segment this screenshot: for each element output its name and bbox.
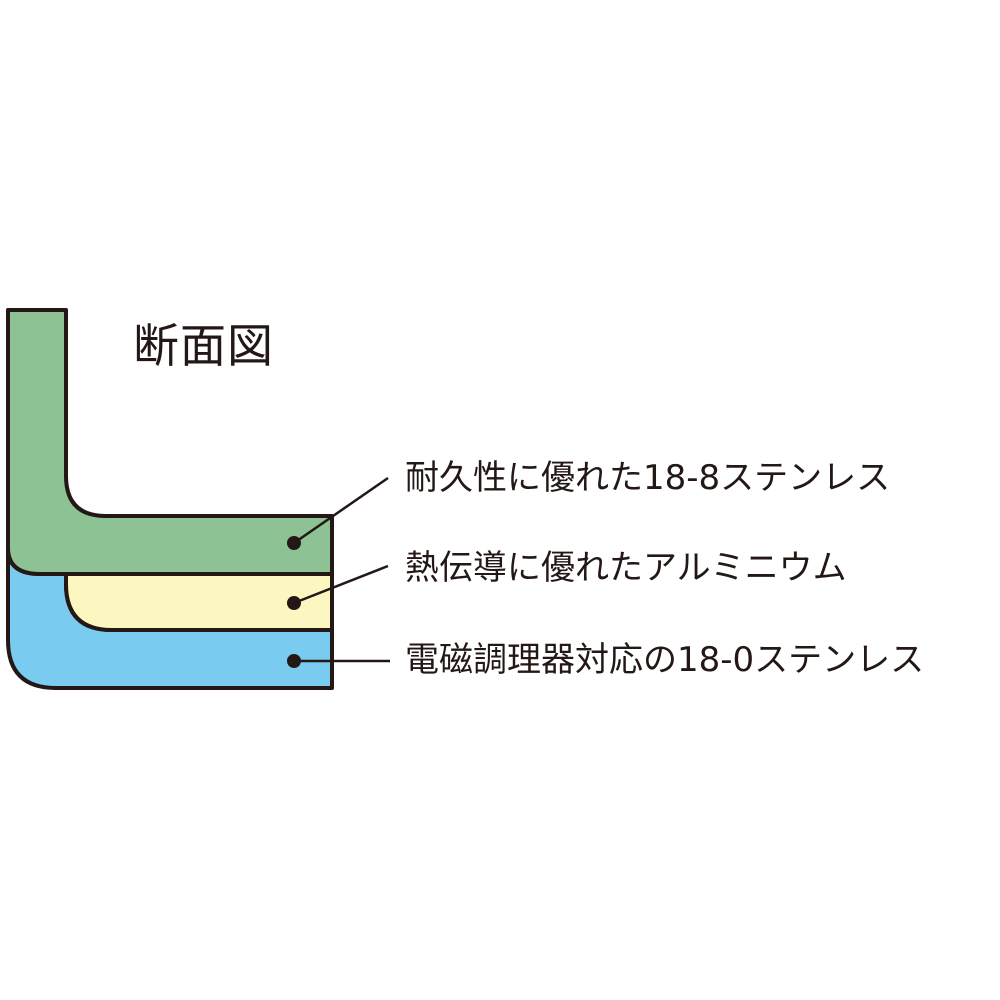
layer-aluminium bbox=[64, 572, 334, 632]
leader-line-green bbox=[293, 476, 389, 545]
diagram-title: 断面図 bbox=[133, 319, 274, 373]
layer-18-8-stainless bbox=[6, 308, 334, 576]
layer-label-18-8-stainless: 耐久性に優れた18-8ステンレス bbox=[405, 458, 891, 498]
layer-label-aluminium: 熱伝導に優れたアルミニウム bbox=[405, 548, 847, 588]
layer-label-18-0-stainless: 電磁調理器対応の18-0ステンレス bbox=[405, 640, 925, 680]
leader-line-yellow bbox=[293, 564, 389, 605]
